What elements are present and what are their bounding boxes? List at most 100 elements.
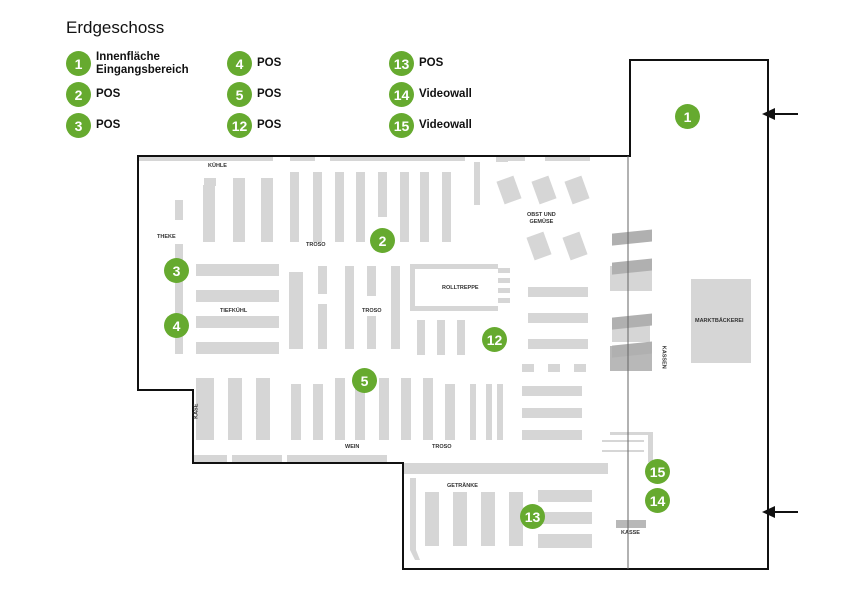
shelf: [291, 384, 301, 440]
map-marker-12: 12: [482, 327, 507, 352]
legend-badge: 13: [389, 51, 414, 76]
legend-badge: 1: [66, 51, 91, 76]
shelf: [602, 450, 644, 452]
map-marker-3: 3: [164, 258, 189, 283]
shelf: [203, 185, 215, 242]
shelf: [356, 172, 365, 242]
legend-item-12: 12 POS: [227, 113, 281, 138]
shelf: [498, 268, 510, 273]
map-marker-1: 1: [675, 104, 700, 129]
legend-label: POS: [257, 57, 282, 69]
shelf: [403, 463, 608, 474]
shelf: [574, 364, 586, 372]
shelf: [538, 534, 592, 548]
shelf: [470, 384, 476, 440]
map-label-troso: TROSO: [432, 444, 452, 450]
legend-badge: 4: [227, 51, 252, 76]
shelf: [290, 172, 299, 242]
legend-item-2: 2 POS: [66, 82, 120, 107]
shelf: [175, 244, 183, 354]
legend-item-13: 13 POS: [389, 51, 443, 76]
shelf: [313, 384, 323, 440]
legend-item-4: 4 POS: [227, 51, 281, 76]
map-label-kaese: KÄSE: [193, 403, 200, 419]
shelf: [410, 264, 498, 269]
shelf: [498, 278, 510, 283]
legend-item-3: 3 POS: [66, 113, 120, 138]
shelf: [564, 175, 590, 205]
shelf: [500, 156, 525, 161]
entrance-arrow-icon: [762, 108, 798, 120]
entrance-arrow-icon: [762, 506, 798, 518]
shelf: [612, 258, 652, 275]
shelf: [457, 320, 465, 355]
map-label-theke: THEKE: [157, 234, 176, 240]
map-label-tiefkuehl: TIEFKÜHL: [220, 308, 248, 314]
legend-label: POS: [419, 57, 444, 69]
shelf: [290, 156, 315, 161]
legend-item-1: 1 Innenfläche Eingangsbereich: [66, 51, 189, 76]
map-marker-15: 15: [645, 459, 670, 484]
shelf: [355, 384, 365, 440]
shelf: [522, 364, 534, 372]
shelf: [610, 432, 652, 435]
legend-label: Videowall: [419, 119, 472, 131]
shelf: [496, 175, 522, 205]
shelf: [318, 304, 327, 349]
shelf: [522, 430, 582, 440]
shelf: [522, 408, 582, 418]
legend-item-14: 14 Videowall: [389, 82, 472, 107]
shelf: [335, 172, 344, 242]
shelf: [175, 200, 183, 220]
shelf: [401, 378, 411, 440]
map-marker-4: 4: [164, 313, 189, 338]
shelf: [289, 272, 303, 349]
shelf: [228, 378, 242, 440]
shelf: [138, 156, 273, 161]
map-label-kuehle: KÜHLE: [208, 163, 227, 169]
legend-item-15: 15 Videowall: [389, 113, 472, 138]
shelf: [474, 156, 508, 205]
shelf: [345, 266, 354, 349]
shelf: [410, 478, 420, 560]
map-marker-2: 2: [370, 228, 395, 253]
shelf: [233, 178, 245, 186]
legend-item-5: 5 POS: [227, 82, 281, 107]
shelf: [318, 266, 327, 294]
shelf: [538, 490, 592, 502]
legend-label: POS: [257, 88, 282, 100]
map-marker-13: 13: [520, 504, 545, 529]
shelf: [497, 384, 503, 440]
shelf: [528, 287, 588, 297]
shelf: [391, 266, 400, 349]
page-title: Erdgeschoss: [66, 18, 165, 37]
shelf: [196, 378, 214, 440]
shelf: [509, 492, 523, 546]
shelf: [196, 316, 279, 328]
shelf: [453, 492, 467, 546]
legend-badge: 12: [227, 113, 252, 138]
shelf: [367, 316, 376, 349]
shelf: [335, 378, 345, 440]
shelf: [548, 364, 560, 372]
shelf: [545, 156, 590, 161]
legend-badge: 5: [227, 82, 252, 107]
shelf: [445, 384, 455, 440]
shelf: [531, 175, 557, 205]
shelf: [528, 313, 588, 323]
shelf: [196, 290, 279, 302]
shelf: [562, 231, 588, 261]
shelf: [256, 378, 270, 440]
shelf: [410, 264, 415, 311]
shelf: [612, 313, 652, 330]
shelf: [367, 266, 376, 296]
map-marker-14: 14: [645, 488, 670, 513]
shelf: [526, 231, 552, 261]
shelf: [204, 178, 216, 186]
shelf: [420, 172, 429, 242]
shelf: [498, 288, 510, 293]
legend-badge: 15: [389, 113, 414, 138]
shelf: [233, 185, 245, 242]
shelf: [196, 264, 279, 276]
